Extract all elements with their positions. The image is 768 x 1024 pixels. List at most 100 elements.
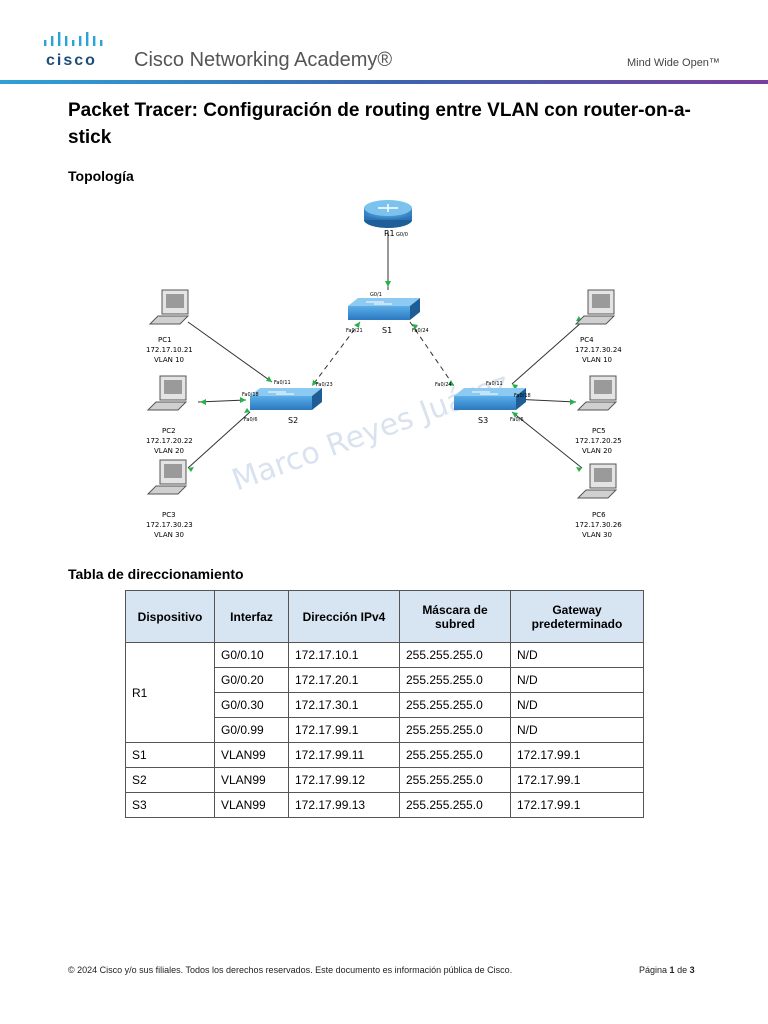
computer-icon xyxy=(574,289,616,325)
pc5: PC5 172.17.20.25 VLAN 20 xyxy=(575,375,622,455)
table-cell: N/D xyxy=(510,692,644,718)
table-cell: 172.17.30.1 xyxy=(288,692,400,718)
links xyxy=(187,232,583,469)
pc4-name: PC4 xyxy=(580,336,594,344)
pc4-vlan: VLAN 10 xyxy=(582,356,612,364)
pc6: PC6 172.17.30.26 VLAN 30 xyxy=(575,463,622,539)
pc5-vlan: VLAN 20 xyxy=(582,447,612,455)
table-cell: N/D xyxy=(510,717,644,743)
computer-icon xyxy=(146,375,188,411)
table-cell: G0/0.20 xyxy=(214,667,289,693)
s1-port-fa021: Fa0/21 xyxy=(346,328,363,334)
pc2-ip: 172.17.20.22 xyxy=(146,437,193,445)
addressing-heading: Tabla de direccionamiento xyxy=(68,566,244,582)
page-total: 3 xyxy=(689,965,695,975)
page-label: Página xyxy=(639,965,668,975)
table-cell: 255.255.255.0 xyxy=(399,767,511,793)
column-header: Dispositivo xyxy=(125,590,215,643)
table-cell: 172.17.99.13 xyxy=(288,792,400,818)
table-cell: 172.17.99.1 xyxy=(510,792,644,818)
cisco-logo-icon xyxy=(44,32,103,46)
footer-copyright: © 2024 Cisco y/o sus filiales. Todos los… xyxy=(68,965,513,975)
table-row: S2 VLAN99 172.17.99.12 255.255.255.0 172… xyxy=(125,767,644,793)
table-cell: S2 xyxy=(125,767,215,793)
table-cell: N/D xyxy=(510,642,644,668)
page-number: Página 1 de 3 xyxy=(639,965,695,975)
table-row: S1 VLAN99 172.17.99.11 255.255.255.0 172… xyxy=(125,742,644,768)
table-cell: 172.17.10.1 xyxy=(288,642,400,668)
s1-port-g01: G0/1 xyxy=(370,292,382,298)
s3-name: S3 xyxy=(478,416,488,425)
table-cell: G0/0.10 xyxy=(214,642,289,668)
tagline: Mind Wide Open™ xyxy=(627,57,720,69)
s2-port-fa011: Fa0/11 xyxy=(274,380,291,386)
pc1: PC1 172.17.10.21 VLAN 10 xyxy=(146,289,193,364)
s1-port-fa024: Fa0/24 xyxy=(412,328,429,334)
column-header: Gateway predeterminado xyxy=(510,590,644,643)
s3-port-fa011: Fa0/11 xyxy=(486,381,503,387)
table-cell: VLAN99 xyxy=(214,792,289,818)
pc4-ip: 172.17.30.24 xyxy=(575,346,622,354)
header-divider xyxy=(0,80,768,84)
table-cell: R1 xyxy=(125,642,215,743)
table-cell: 255.255.255.0 xyxy=(399,667,511,693)
computer-icon xyxy=(576,375,618,411)
table-header-row: Dispositivo Interfaz Dirección IPv4 Másc… xyxy=(125,590,644,643)
academy-name: Cisco Networking Academy® xyxy=(134,49,393,71)
table-cell: 172.17.99.1 xyxy=(288,717,400,743)
watermark: Marco Reyes Juárez xyxy=(227,366,513,499)
router-r1: R1 G0/0 xyxy=(364,200,412,238)
pc1-name: PC1 xyxy=(158,336,172,344)
pc1-ip: 172.17.10.21 xyxy=(146,346,193,354)
table-cell: 255.255.255.0 xyxy=(399,717,511,743)
table-cell: VLAN99 xyxy=(214,742,289,768)
column-header: Interfaz xyxy=(214,590,289,643)
page-of-label: de xyxy=(677,965,688,975)
s1-name: S1 xyxy=(382,326,392,335)
pc3-ip: 172.17.30.23 xyxy=(146,521,193,529)
s3-port-fa06: Fa0/6 xyxy=(510,417,524,423)
table-cell: S3 xyxy=(125,792,215,818)
table-cell: 255.255.255.0 xyxy=(399,642,511,668)
s3-port-fa018: Fa0/18 xyxy=(514,393,531,399)
switch-s1: S1 G0/1 Fa0/21 Fa0/24 xyxy=(346,292,429,335)
column-header: Dirección IPv4 xyxy=(288,590,400,643)
pc6-vlan: VLAN 30 xyxy=(582,531,612,539)
page-header: cisco Cisco Networking Academy® Mind Wid… xyxy=(0,0,768,84)
s2-port-fa06: Fa0/6 xyxy=(244,417,258,423)
cisco-logo-text: cisco xyxy=(46,52,97,69)
pc2: PC2 172.17.20.22 VLAN 20 xyxy=(146,375,193,455)
pc5-ip: 172.17.20.25 xyxy=(575,437,622,445)
pc6-name: PC6 xyxy=(592,511,606,519)
addressing-table: Dispositivo Interfaz Dirección IPv4 Másc… xyxy=(125,590,644,818)
table-cell: N/D xyxy=(510,667,644,693)
router-port: G0/0 xyxy=(396,232,408,238)
s2-name: S2 xyxy=(288,416,298,425)
switch-s3: S3 Fa0/24 Fa0/11 Fa0/18 Fa0/6 xyxy=(435,381,531,425)
switch-icon xyxy=(454,388,526,410)
page-current: 1 xyxy=(669,965,675,975)
table-cell: 172.17.99.1 xyxy=(510,742,644,768)
table-cell: 255.255.255.0 xyxy=(399,742,511,768)
s2-port-fa023: Fa0/23 xyxy=(316,382,333,388)
switch-s2: S2 Fa0/11 Fa0/18 Fa0/6 Fa0/23 xyxy=(242,380,333,425)
table-cell: 255.255.255.0 xyxy=(399,692,511,718)
table-cell: 172.17.99.11 xyxy=(288,742,400,768)
column-header: Máscara de subred xyxy=(399,590,511,643)
pc1-vlan: VLAN 10 xyxy=(154,356,184,364)
table-cell: 172.17.20.1 xyxy=(288,667,400,693)
s2-port-fa018: Fa0/18 xyxy=(242,392,259,398)
computer-icon xyxy=(146,459,188,495)
table-cell: G0/0.30 xyxy=(214,692,289,718)
router-name: R1 xyxy=(384,229,395,238)
pc3-vlan: VLAN 30 xyxy=(154,531,184,539)
topology-heading: Topología xyxy=(68,168,134,184)
pc4: PC4 172.17.30.24 VLAN 10 xyxy=(574,289,622,364)
switch-icon xyxy=(250,388,322,410)
table-cell: G0/0.99 xyxy=(214,717,289,743)
computer-icon xyxy=(148,289,190,325)
table-cell: VLAN99 xyxy=(214,767,289,793)
table-row: G0/0.99 172.17.99.1 255.255.255.0 N/D xyxy=(126,717,644,743)
table-cell: 255.255.255.0 xyxy=(399,792,511,818)
table-cell: 172.17.99.12 xyxy=(288,767,400,793)
